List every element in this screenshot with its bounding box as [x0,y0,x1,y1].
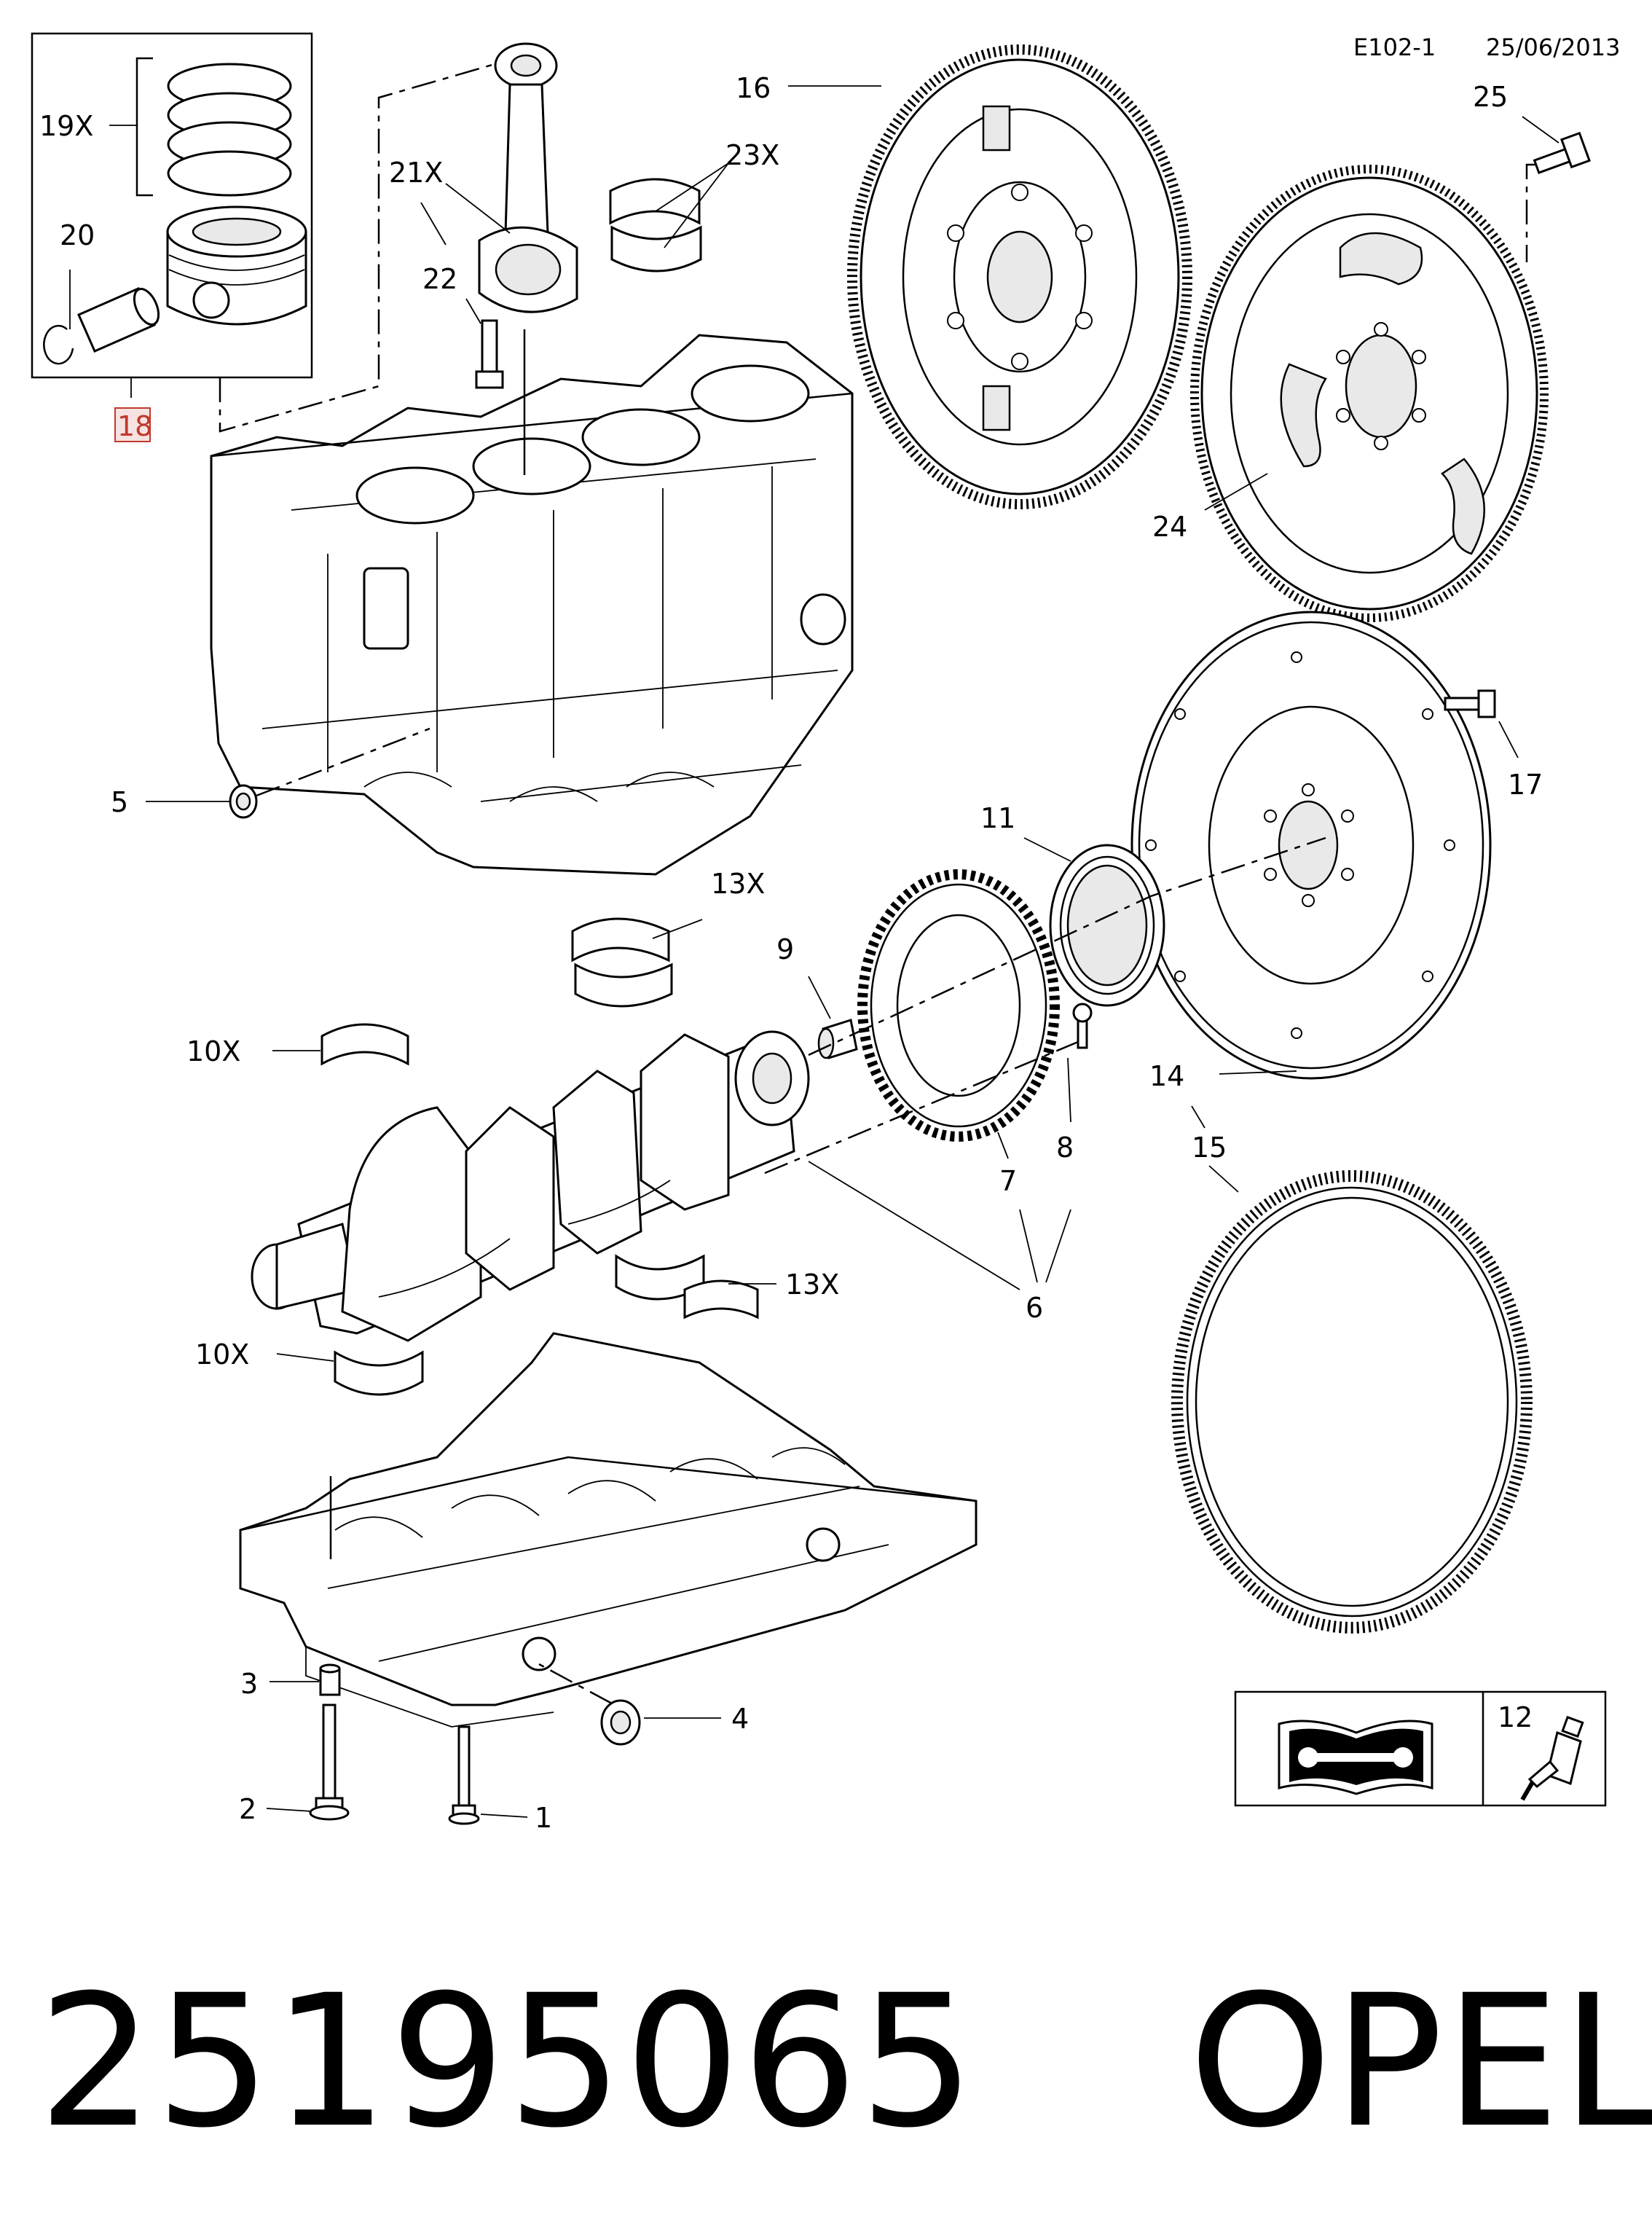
ring-gear [1171,1170,1533,1634]
callout-1: 1 [535,1802,552,1834]
reluctor-ring [857,869,1060,1142]
piston-pin [77,287,160,353]
callout-6: 6 [1026,1292,1043,1324]
callout-16: 16 [736,72,771,104]
upper-con-rod-shell [320,1023,409,1066]
connecting-rod [478,42,578,313]
oil-drain-plug [600,1699,641,1746]
callout-13x-lower: 13X [785,1269,839,1301]
callout-2: 2 [239,1793,256,1825]
dual-mass-flywheel [847,44,1192,509]
bedplate-bolt-long [309,1703,350,1821]
flexplate [1190,165,1549,622]
part-number: 25195065 [38,1956,977,2168]
callout-3: 3 [240,1668,258,1700]
bedplate-bolt-short [448,1725,480,1825]
callout-7: 7 [999,1165,1017,1197]
callout-18: 18 [117,410,152,442]
flywheel [1130,611,1492,1080]
circlip [43,324,74,365]
footer-bar: 25195065 OPEL [38,1956,1652,2168]
flywheel-bolt [1444,689,1496,718]
service-info-box: 12 [1234,1690,1607,1807]
diagram-date: 25/06/2013 [1486,34,1620,61]
pilot-bushing [817,1019,858,1059]
crankshaft [251,1030,810,1342]
callout-24: 24 [1152,511,1187,543]
callout-5: 5 [111,786,128,818]
callout-21x: 21X [389,157,443,189]
piston-rings [135,57,292,197]
cylinder-block [210,334,854,876]
callout-10x-lower: 10X [195,1338,249,1371]
callout-14: 14 [1149,1060,1184,1092]
callout-9: 9 [776,933,794,965]
callout-25: 25 [1473,81,1508,113]
reluctor-screw [1072,1003,1093,1049]
dowel-sleeve [319,1663,341,1696]
exploded-parts-diagram: E102-1 25/06/2013 [31,32,1620,1834]
sealant-tube-icon [1520,1715,1584,1801]
callout-18-box [114,407,151,442]
callout-8: 8 [1056,1132,1074,1164]
rear-main-seal [1049,844,1165,1007]
con-rod-bolt [475,319,504,389]
callout-4: 4 [731,1703,749,1735]
callout-23x: 23X [725,139,779,171]
brand-name: OPEL [1188,1956,1652,2168]
con-rod-bearing-shells [609,178,702,272]
lower-main-bearing-shells [615,1254,759,1320]
upper-main-bearing-shells [571,917,673,1008]
callout-22: 22 [422,263,457,295]
callout-20: 20 [60,219,95,251]
flexplate-bolt [1533,131,1591,174]
callout-19x: 19X [39,110,93,142]
callout-10x-upper: 10X [186,1035,240,1067]
bedplate [239,1332,978,1728]
callout-11: 11 [980,802,1015,834]
block-plug [229,784,258,819]
piston-kit-box [31,32,313,398]
lower-con-rod-shell [334,1350,424,1396]
callout-17: 17 [1508,769,1543,801]
piston [166,205,307,326]
callout-15: 15 [1192,1132,1227,1164]
manual-wrench-icon [1278,1720,1433,1795]
callout-13x-upper: 13X [711,868,765,900]
callout-12: 12 [1498,1701,1533,1733]
diagram-ref: E102-1 [1353,34,1436,61]
